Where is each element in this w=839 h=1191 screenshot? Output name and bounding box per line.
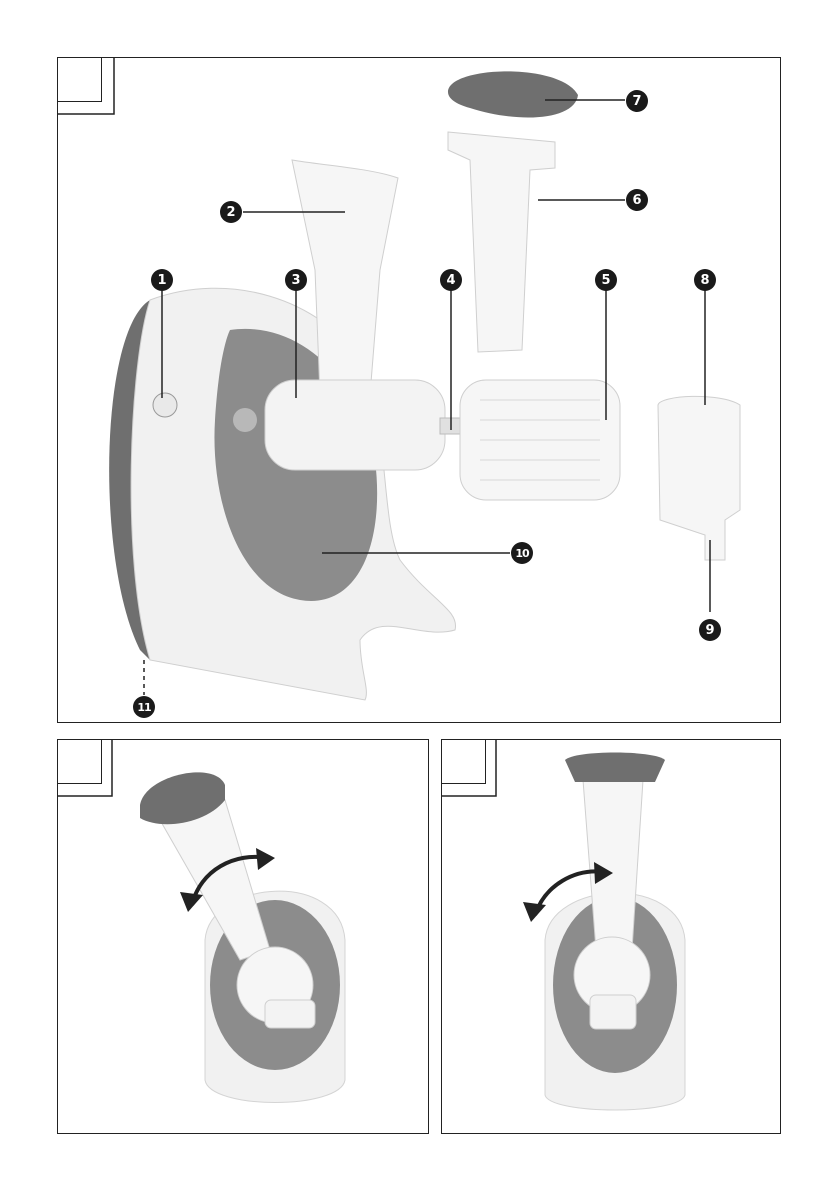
figure-3-illustration [0,0,839,1191]
